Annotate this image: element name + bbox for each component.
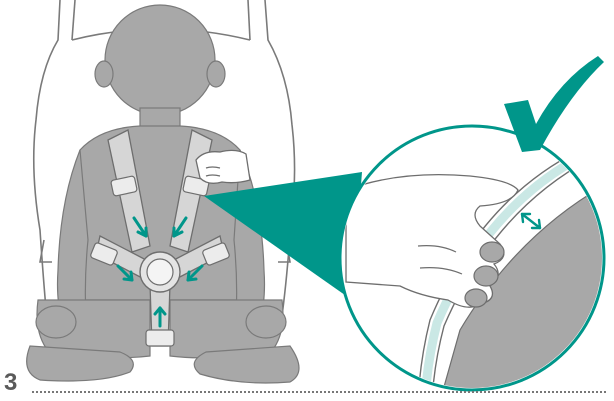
footer-divider [32, 391, 606, 393]
harness-buckle [140, 252, 180, 292]
step-number: 3 [4, 370, 17, 396]
checkmark-icon [504, 56, 604, 152]
adult-hand-small [196, 150, 250, 183]
detail-magnifier [340, 126, 614, 401]
crotch-adjuster [146, 330, 174, 346]
